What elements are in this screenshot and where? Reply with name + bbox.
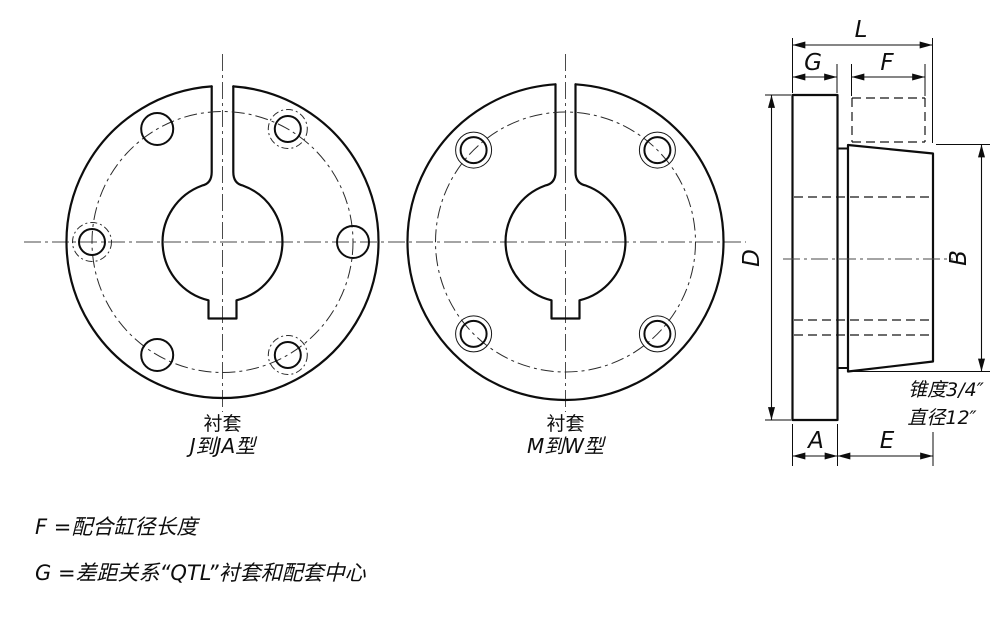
dimension-E: E [837,428,934,466]
tapped-hole [267,109,308,149]
dim-label-D: D [739,249,765,267]
front-view-j-ja: 衬套 J到JA型 [65,54,380,458]
plain-hole [336,225,370,259]
footnote-f: F =配合缸径长度 [35,515,200,539]
bore-slit-keyway-profile [161,85,284,320]
counterbored-hole [638,315,676,353]
view2-caption-line1: 衬套 [546,413,584,435]
dimension-D: D [739,94,791,421]
plain-hole [140,112,175,146]
dim-label-A: A [806,428,824,454]
front-view-m-w: 衬套 M到W型 [406,54,725,458]
dimension-G: G [792,50,838,93]
taper-note-line2: 直径12″ [907,407,976,429]
dimension-L: L [792,17,933,143]
taper-note-line1: 锥度3/4″ [908,379,984,401]
view1-caption-line2: J到JA型 [186,434,258,458]
bolt-circle [91,111,354,373]
dim-label-F: F [880,50,894,76]
footnote-g: G =差距关系“QTL”衬套和配套中心 [35,561,367,585]
bolt-circle [435,111,696,373]
dimension-B: B [850,144,990,372]
outer-rim [406,83,725,401]
cone-outline [846,143,935,373]
view1-caption-line1: 衬套 [203,413,241,435]
flange-outline [791,93,839,422]
counterbored-hole [638,131,676,169]
dim-label-L: L [855,17,868,43]
bore-slit-keyway-profile [504,83,627,320]
counterbored-hole [455,131,493,169]
plain-hole [140,338,175,372]
footnotes: F =配合缸径长度 G =差距关系“QTL”衬套和配套中心 [35,515,367,585]
dimension-F: F [851,50,926,96]
outer-rim [65,85,380,400]
side-view: L G F D B [739,17,990,466]
tapped-hole [267,335,308,375]
dim-label-E: E [880,428,895,454]
view2-caption-line2: M到W型 [527,434,607,458]
dim-label-G: G [804,50,822,76]
tapped-hole [72,222,112,262]
dimension-A: A [792,424,838,466]
counterbored-hole [455,315,493,353]
dim-label-B: B [946,250,972,266]
